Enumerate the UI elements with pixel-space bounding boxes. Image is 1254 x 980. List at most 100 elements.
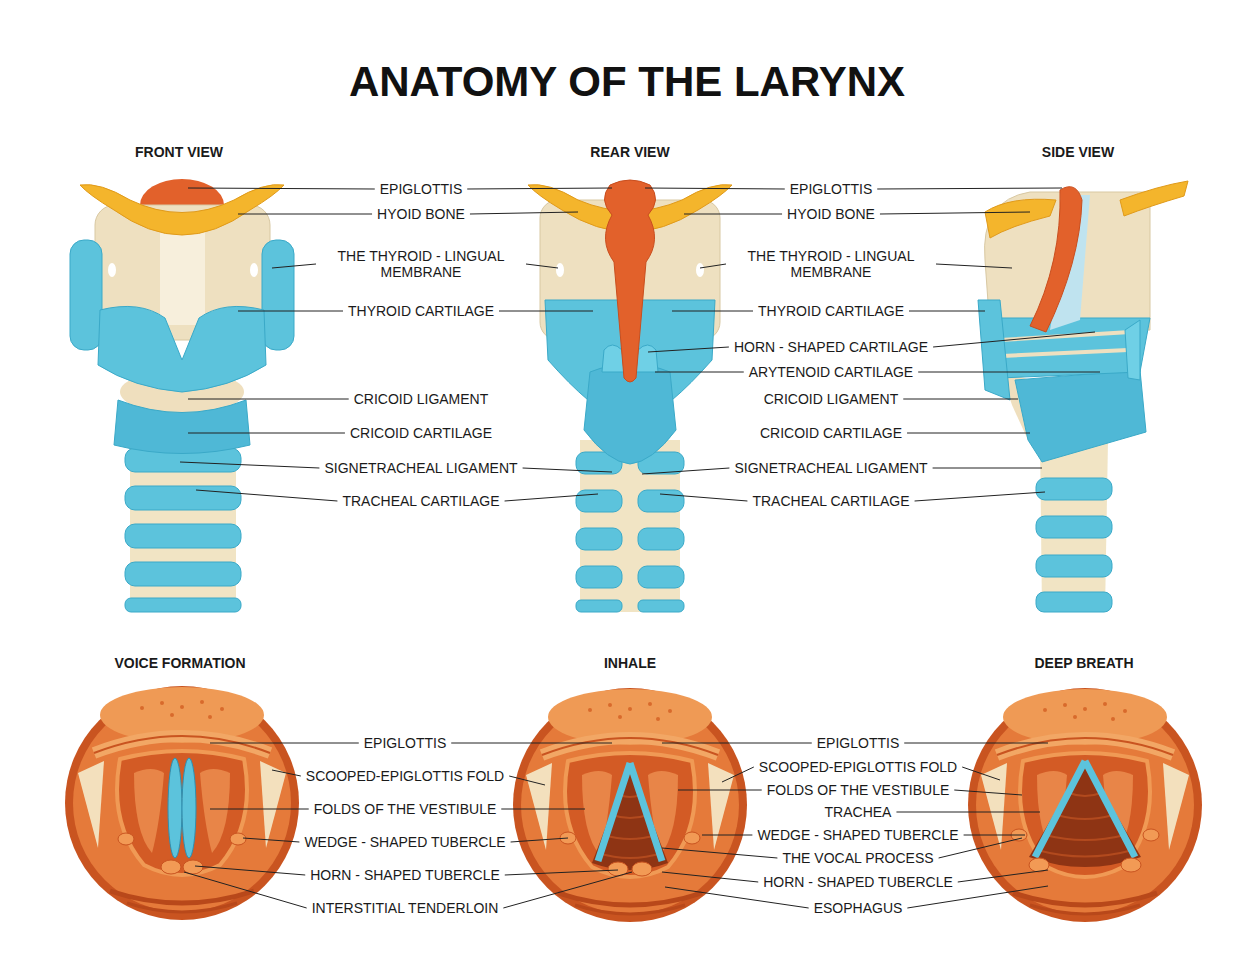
leader-line: [662, 848, 777, 858]
leader-line: [180, 462, 319, 468]
part-label: CRICOID LIGAMENT: [353, 391, 490, 407]
illustration-shape: [182, 758, 196, 858]
part-label: TRACHEA: [824, 804, 893, 820]
leader-line: [665, 887, 809, 908]
rear-view-figure: [528, 180, 732, 612]
diagram-title: ANATOMY OF THE LARYNX: [0, 58, 1254, 106]
glottis-inhale-figure: [513, 688, 747, 922]
leader-line: [272, 264, 316, 268]
part-label: CRICOID CARTILAGE: [349, 425, 493, 441]
illustration-shape: [1036, 555, 1112, 577]
leader-line: [662, 872, 758, 882]
leader-line: [196, 490, 337, 501]
part-label: TRACHEAL CARTILAGE: [751, 493, 910, 509]
illustration-shape: [70, 240, 102, 350]
leader-line: [505, 870, 618, 875]
leader-line: [964, 835, 1025, 836]
leader-line: [511, 838, 568, 842]
part-label: THE THYROID - LINGUAL MEMBRANE: [730, 248, 932, 280]
illustration-shape: [1125, 320, 1140, 380]
leader-line: [451, 743, 612, 744]
side-view-figure: [978, 181, 1188, 612]
leader-line: [915, 492, 1045, 501]
front-view-figure: [70, 179, 294, 612]
part-label: SIGNETRACHEAL LIGAMENT: [323, 460, 518, 476]
leader-line: [526, 264, 558, 268]
part-label: THYROID CARTILAGE: [347, 303, 495, 319]
illustration-shape: [576, 490, 622, 512]
illustration-shape: [968, 688, 1202, 922]
part-label: FOLDS OF THE VESTIBULE: [766, 782, 951, 798]
illustration-shape: [985, 199, 1056, 238]
illustration-shape: [230, 833, 246, 845]
illustration-shape: [636, 345, 658, 372]
illustration-shape: [1036, 592, 1112, 612]
leader-line: [505, 494, 598, 501]
illustration-shape: [638, 600, 684, 612]
leader-line: [662, 743, 812, 744]
part-label: SCOOPED-EPIGLOTTIS FOLD: [758, 759, 958, 775]
leader-line: [672, 311, 753, 312]
part-label: THYROID CARTILAGE: [757, 303, 905, 319]
leader-line: [880, 212, 1030, 214]
leader-line: [877, 188, 1062, 189]
illustration-shape: [576, 566, 622, 588]
illustration-shape: [118, 833, 134, 845]
illustration-shape: [183, 860, 203, 874]
part-label: HYOID BONE: [786, 206, 876, 222]
illustration-shape: [65, 686, 299, 920]
illustration-shape: [978, 300, 1010, 400]
illustration-shape: [168, 758, 182, 858]
part-label: HORN - SHAPED CARTILAGE: [733, 339, 929, 355]
illustration-shape: [638, 490, 684, 512]
part-label: WEDGE - SHAPED TUBERCLE: [303, 834, 506, 850]
part-label: ESOPHAGUS: [813, 900, 904, 916]
part-label: THE VOCAL PROCESS: [781, 850, 934, 866]
view-heading: INHALE: [603, 655, 657, 671]
illustration-shape: [125, 562, 241, 586]
part-label: HYOID BONE: [376, 206, 466, 222]
part-label: ARYTENOID CARTILAGE: [748, 364, 914, 380]
leader-line: [648, 347, 729, 352]
illustration-shape: [108, 263, 116, 277]
illustration-shape: [604, 180, 655, 382]
leader-line: [954, 790, 1022, 795]
leader-line: [501, 809, 585, 810]
leader-line: [184, 872, 307, 908]
illustration-shape: [592, 763, 668, 870]
illustration-shape: [125, 486, 241, 510]
leader-line: [684, 214, 782, 215]
part-label: EPIGLOTTIS: [789, 181, 873, 197]
leader-line: [918, 372, 1100, 373]
illustration-shape: [513, 688, 747, 922]
illustration-shape: [684, 832, 700, 844]
leader-line: [678, 790, 762, 791]
leader-line: [958, 870, 1048, 882]
leader-line: [272, 770, 301, 776]
part-label: EPIGLOTTIS: [363, 735, 447, 751]
illustration-shape: [1036, 478, 1112, 500]
leader-line: [909, 311, 985, 312]
part-label: EPIGLOTTIS: [816, 735, 900, 751]
leader-line: [195, 866, 305, 875]
leader-line: [238, 311, 343, 312]
illustration-shape: [602, 345, 624, 372]
view-heading: VOICE FORMATION: [113, 655, 246, 671]
illustration-shape: [80, 185, 284, 235]
illustration-shape: [638, 566, 684, 588]
illustration-shape: [576, 600, 622, 612]
leader-line: [243, 838, 299, 842]
illustration-shape: [262, 240, 294, 350]
view-heading: REAR VIEW: [589, 144, 670, 160]
leader-line: [936, 264, 1012, 268]
illustration-shape: [638, 528, 684, 550]
illustration-shape: [1029, 761, 1141, 867]
leader-line: [903, 399, 1018, 400]
leader-line: [188, 399, 349, 400]
view-heading: SIDE VIEW: [1041, 144, 1115, 160]
illustration-shape: [1035, 761, 1135, 857]
leader-line: [655, 372, 744, 373]
leader-line: [503, 872, 632, 908]
part-label: EPIGLOTTIS: [379, 181, 463, 197]
leader-line: [642, 468, 729, 474]
